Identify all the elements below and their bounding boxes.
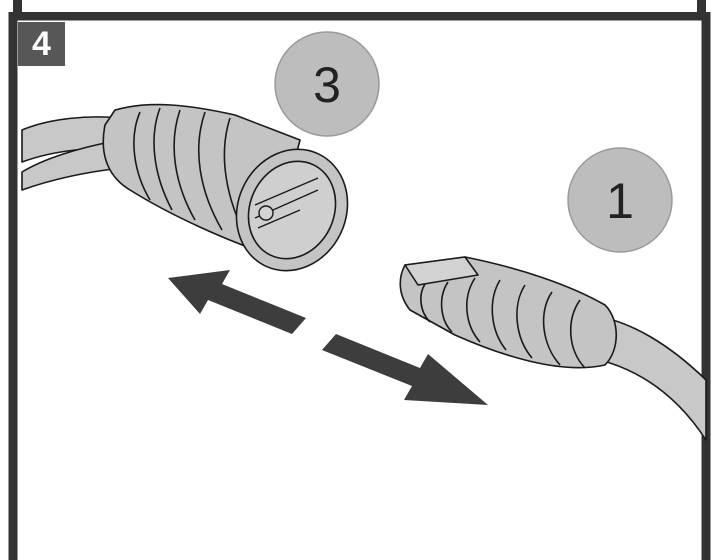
male-connector-socket xyxy=(247,160,337,260)
arrow-pull-left xyxy=(168,270,306,334)
female-connector xyxy=(399,256,707,441)
callout-1-label: 1 xyxy=(606,173,634,229)
double-arrow-icon xyxy=(168,270,488,405)
callout-1-circle xyxy=(567,147,673,253)
step-number-badge: 4 xyxy=(18,22,65,66)
female-cable xyxy=(589,314,707,441)
male-pin-lower xyxy=(257,209,301,229)
callout-3: 3 xyxy=(274,31,380,137)
female-connector-tip xyxy=(404,256,479,286)
female-connector-body xyxy=(399,256,617,369)
arrow-push-right xyxy=(322,334,488,405)
callout-1: 1 xyxy=(567,147,673,253)
male-connector xyxy=(21,103,349,272)
male-pin-upper xyxy=(254,177,319,206)
callout-3-label: 3 xyxy=(313,57,341,113)
callout-3-circle xyxy=(274,31,380,137)
